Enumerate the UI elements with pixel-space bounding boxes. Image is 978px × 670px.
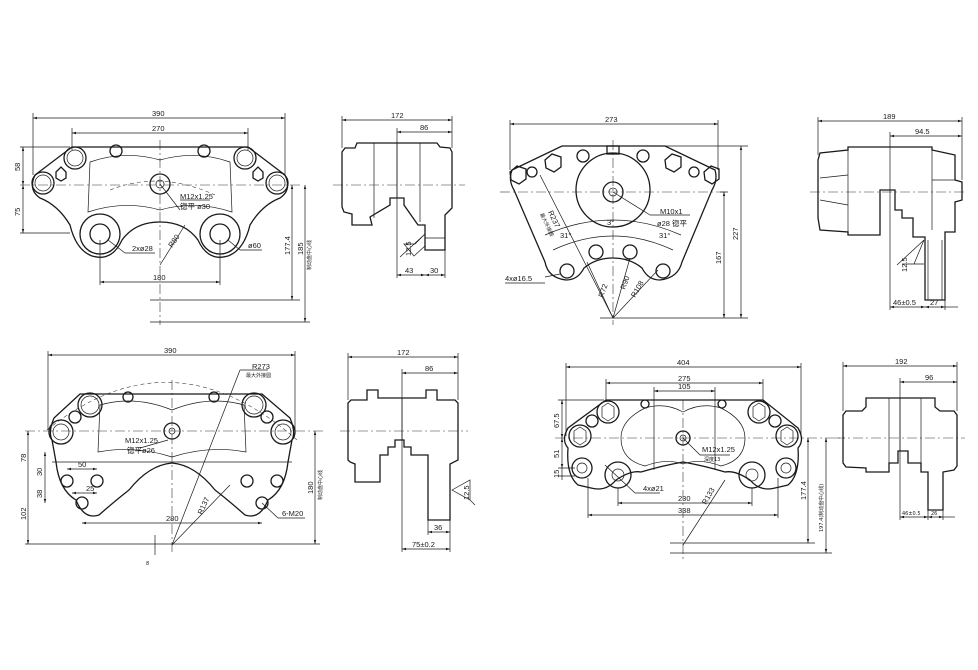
depth-label: 深度13 (704, 456, 720, 463)
bolt-heads (509, 149, 720, 185)
dim-275: 275 (678, 374, 691, 383)
dim-43: 43 (405, 266, 413, 275)
dim-75: 75 (13, 208, 22, 216)
dim-94-5: 94.5 (915, 127, 930, 136)
dim-189: 189 (883, 112, 896, 121)
dim-102: 102 (19, 507, 28, 520)
dim-390: 390 (152, 109, 165, 118)
angle-center: 3° (607, 218, 614, 227)
radius-r80: R80 (166, 233, 181, 249)
dim-30: 30 (430, 266, 438, 275)
dim-67-5: 67.5 (552, 413, 561, 428)
view-4-caliper-side: 189 94.5 12.5 46±0.5 27 (810, 112, 965, 310)
dim-38: 38 (35, 490, 44, 498)
dim-197-4: 197.4(制动盘中心线) (818, 484, 825, 532)
dim-390: 390 (164, 346, 177, 355)
roughness-12-5: 12.5 (900, 257, 909, 272)
dim-50: 50 (78, 460, 86, 469)
circumscribed-note: 最大外接圆 (246, 372, 271, 379)
dim-230: 230 (678, 494, 691, 503)
dim-280: 280 (166, 514, 179, 523)
dim-177-4: 177.4 (283, 236, 292, 255)
dim-180: 180 (153, 273, 166, 282)
roughness-12-5: 12.5 (462, 485, 471, 500)
spotface-label: 锪平ø26 (127, 445, 155, 455)
diameter-60: ø60 (248, 241, 261, 250)
radius-r137: R137 (196, 496, 212, 516)
dim-338: 338 (678, 506, 691, 515)
holes-label: 6-M20 (282, 509, 303, 518)
dim-167: 167 (714, 251, 723, 264)
thread-label: M12x1.25 (180, 192, 213, 201)
view-6-caliper-side: 172 86 12.5 36 75±0.2 (340, 348, 476, 552)
spotface-label: ø28 锪平 (657, 218, 688, 228)
view-8-caliper-side: 192 96 46±0.5 26 (835, 357, 965, 520)
dim-30: 30 (35, 468, 44, 476)
holes-label: 4xø21 (643, 484, 664, 493)
dim-172: 172 (397, 348, 410, 357)
dim-15: 15 (552, 470, 561, 478)
angle-left: 31° (560, 231, 571, 240)
dim-105: 105 (678, 382, 691, 391)
holes-label: 4xø16.5 (505, 274, 532, 283)
dim-180: 180 (306, 481, 315, 494)
view-2-caliper-side: 172 86 12.5 43 30 (333, 111, 465, 278)
radius-r90: R90 (618, 275, 631, 291)
dim-58: 58 (13, 163, 22, 171)
dim-86: 86 (425, 364, 433, 373)
dim-8: 8 (146, 561, 149, 567)
dim-227: 227 (731, 227, 740, 240)
dim-27: 27 (930, 298, 938, 307)
disc-centerline-note: 制动盘中心线 (306, 240, 313, 270)
dim-172: 172 (391, 111, 404, 120)
dim-78: 78 (19, 454, 28, 462)
dim-185: 185 (296, 242, 305, 255)
dim-86: 86 (420, 123, 428, 132)
radius-r273: R273 (252, 362, 270, 371)
dim-192: 192 (895, 357, 908, 366)
thread-label: M10x1 (660, 207, 683, 216)
radius-r108: R108 (629, 279, 646, 299)
dim-75: 75±0.2 (412, 540, 435, 549)
dim-36: 36 (434, 523, 442, 532)
dim-51: 51 (552, 450, 561, 458)
dim-25: 25 (86, 484, 94, 493)
thread-label: M12x1.25 (702, 445, 735, 454)
holes-label: 2xø28 (132, 244, 153, 253)
angle-right: 31° (659, 231, 670, 240)
spotface-label: 锪平 ø30 (180, 201, 210, 211)
view-5-caliper-front: 390 R273 最大外接圆 M12x1.25 锪平ø26 50 25 78 3… (19, 346, 325, 567)
view-7-caliper-front: 404 275 105 67.5 51 15 M12x1.25 深度13 4xø… (552, 358, 845, 560)
thread-label: M12x1.25 (125, 436, 158, 445)
view-3-caliper-radial: 273 M10x1 ø28 锪平 R237 最大外接圆 31° 3° 31° 4… (500, 115, 748, 325)
dim-177-4: 177.4 (799, 481, 808, 500)
dim-270: 270 (152, 124, 165, 133)
radius-r72: R72 (596, 283, 609, 299)
dim-26: 26 (931, 511, 937, 517)
dim-46: 46±0.5 (893, 298, 916, 307)
dim-273: 273 (605, 115, 618, 124)
disc-centerline-note: 制动盘中心线 (317, 470, 324, 500)
view-1-caliper-front: 390 270 58 75 M12x1.25 锪平 ø30 2xø28 R80 … (13, 109, 313, 325)
roughness-12-5: 12.5 (404, 241, 413, 256)
dim-46: 46±0.5 (902, 511, 921, 517)
dim-96: 96 (925, 373, 933, 382)
dim-404: 404 (677, 358, 690, 367)
